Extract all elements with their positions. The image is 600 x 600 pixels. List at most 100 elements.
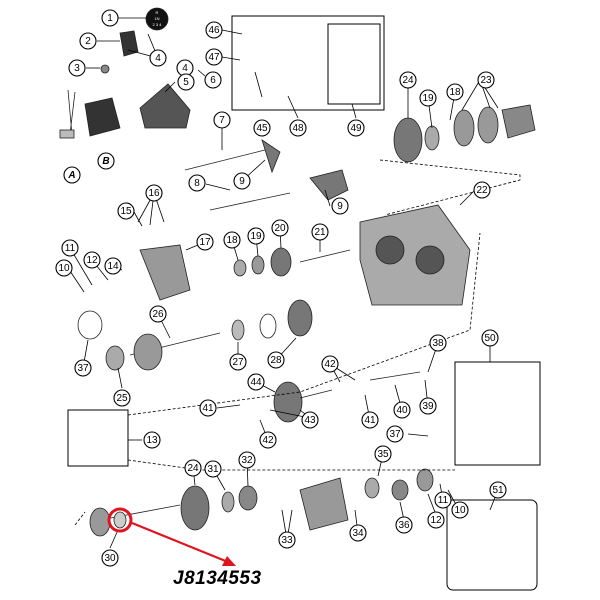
callout-bubble: [104, 257, 122, 275]
callout-number: 14: [107, 261, 119, 272]
seal-36: [391, 479, 409, 501]
case-bore-1: [375, 235, 405, 265]
callout-number: 34: [352, 528, 364, 539]
callout-number: 39: [422, 401, 434, 412]
highlight-arrow-line: [131, 521, 229, 564]
callout-19: 19: [247, 227, 265, 245]
callout-number: 28: [270, 355, 282, 366]
callout-number: 8: [194, 178, 200, 189]
callout-bubble: [117, 202, 135, 220]
callout-bubble: [177, 73, 195, 91]
callout-14: 14: [104, 257, 122, 275]
shift-knob: [145, 7, 169, 31]
callout-18: 18: [223, 231, 241, 249]
gasket-23b: [477, 106, 499, 144]
callout-bubble: [238, 451, 256, 469]
callout-number: 10: [454, 505, 466, 516]
callout-bubble: [419, 397, 437, 415]
callout-bubble: [349, 524, 367, 542]
highlight-circle: [107, 507, 133, 533]
transmission-case: [359, 204, 471, 306]
callout-17: 17: [196, 233, 214, 251]
callout-35: 35: [374, 445, 392, 463]
callout-number: 12: [430, 515, 442, 526]
callout-number: 50: [484, 333, 496, 344]
callout-number: 1: [107, 13, 113, 24]
callout-number: 15: [120, 206, 132, 217]
callout-number: 37: [77, 363, 89, 374]
countershaft-21: [299, 249, 351, 263]
callout-bubble: [399, 71, 417, 89]
countershaft-40: [369, 371, 421, 381]
callout-43: 43: [301, 411, 319, 429]
bearing-19: [251, 255, 265, 275]
shift-fork-a: [261, 139, 281, 174]
shifter-boot-5: [139, 83, 191, 129]
adapter-17: [139, 244, 191, 301]
callout-bubble: [188, 174, 206, 192]
callout-number: 18: [449, 87, 461, 98]
callout-32: 32: [238, 451, 256, 469]
knob-text-r: R: [156, 10, 159, 15]
letter-label-a: A: [63, 166, 81, 184]
callout-37: 37: [74, 359, 92, 377]
callout-21: 21: [311, 223, 329, 241]
callout-bubble: [61, 239, 79, 257]
callout-bubble: [55, 259, 73, 277]
callout-bubble: [393, 401, 411, 419]
knob-text-1n: 1N: [154, 16, 159, 21]
callout-bubble: [427, 511, 445, 529]
callout-bubble: [481, 329, 499, 347]
callout-number: 24: [402, 75, 414, 86]
callout-9: 9: [233, 172, 251, 190]
callout-44: 44: [247, 373, 265, 391]
callout-bubble: [473, 181, 491, 199]
boxes-layer: [67, 15, 541, 591]
callout-number: 31: [207, 464, 219, 475]
callout-number: 48: [292, 123, 304, 134]
callout-number: 41: [364, 415, 376, 426]
callout-bubble: [101, 9, 119, 27]
callout-number: 2: [85, 36, 91, 47]
callout-bubble: [196, 233, 214, 251]
callout-37: 37: [386, 425, 404, 443]
callout-42: 42: [321, 355, 339, 373]
callout-51: 51: [489, 481, 507, 499]
callout-10: 10: [451, 501, 469, 519]
callout-bubble: [331, 197, 349, 215]
callout-bubble: [321, 355, 339, 373]
callout-bubble: [311, 223, 329, 241]
callout-number: 9: [337, 201, 343, 212]
callout-bubble: [101, 549, 119, 567]
callout-25: 25: [113, 389, 131, 407]
callout-number: 44: [250, 377, 262, 388]
callout-number: 4: [155, 53, 161, 64]
callout-41: 41: [361, 411, 379, 429]
callout-number: 7: [219, 115, 225, 126]
cluster-gear-44: [273, 381, 303, 423]
callout-number: 25: [116, 393, 128, 404]
callout-11: 11: [434, 491, 452, 509]
yoke-12: [416, 468, 434, 492]
extension-housing: [299, 477, 349, 531]
callout-number: 33: [281, 535, 293, 546]
callout-24: 24: [184, 459, 202, 477]
callout-bubble: [229, 353, 247, 371]
letters-layer: AB: [63, 152, 115, 184]
callout-number: 46: [208, 25, 220, 36]
callout-bubble: [253, 119, 271, 137]
callout-bubble: [247, 227, 265, 245]
gear-24-top: [393, 117, 423, 163]
callout-bubble: [451, 501, 469, 519]
seal-kit-box-49: [327, 23, 381, 105]
gear-28: [287, 299, 313, 337]
callout-bubble: [184, 459, 202, 477]
knob-body: [119, 30, 139, 57]
letter-bubble: [63, 166, 81, 184]
bearing-bottom: [89, 507, 111, 537]
callout-number: 17: [199, 237, 211, 248]
callout-6: 6: [204, 71, 222, 89]
callout-3: 3: [68, 59, 86, 77]
